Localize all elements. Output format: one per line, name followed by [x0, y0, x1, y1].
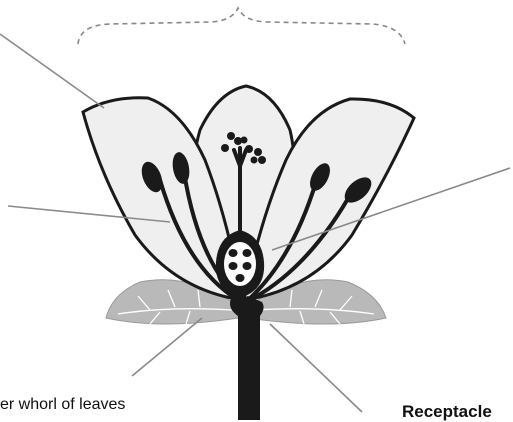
receptacle-label: Receptacle: [402, 402, 492, 422]
pointer-receptacle: [270, 324, 362, 412]
outer-whorl-label: er whorl of leaves: [0, 396, 125, 414]
pointer-petal: [0, 34, 104, 108]
petal-group-brace: [78, 8, 405, 44]
pointer-sepal: [132, 318, 202, 376]
